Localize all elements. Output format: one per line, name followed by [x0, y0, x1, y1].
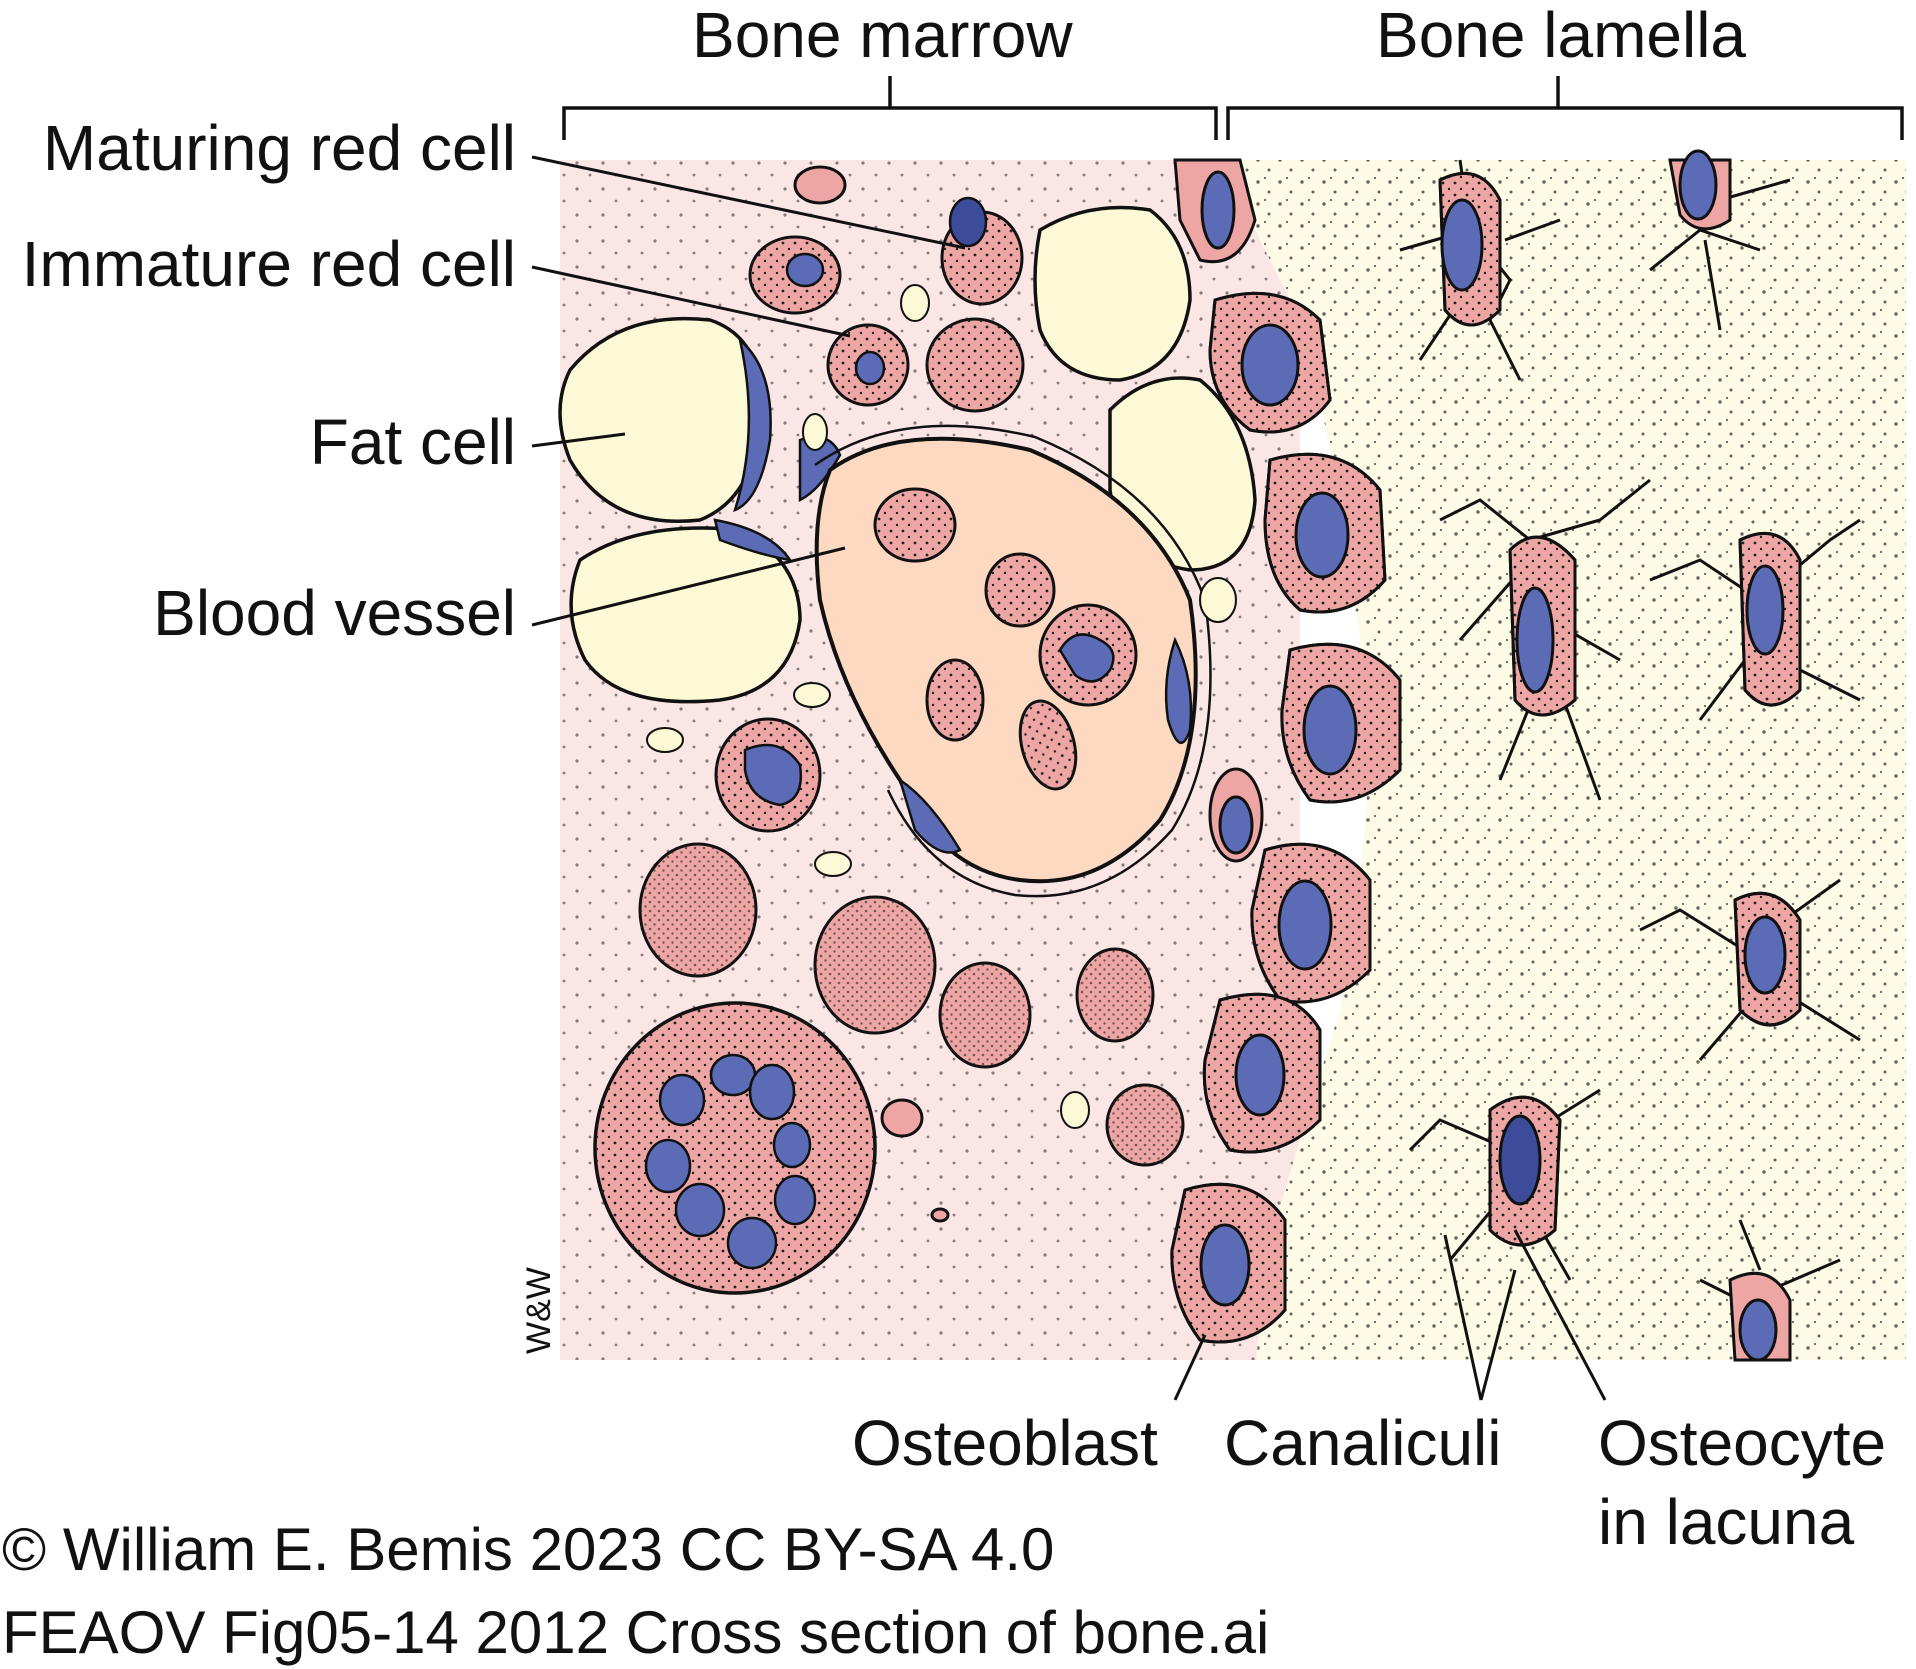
fat-cell-nuclei: [713, 336, 842, 562]
marrow-cell-nuclei: [743, 196, 988, 807]
label-blood-vessel: Blood vessel: [153, 577, 516, 649]
osteocyte-bodies: [1438, 149, 1802, 1362]
leader-lines: [531, 155, 1607, 1401]
blood-vessel-wall: [814, 424, 1212, 898]
megakaryocyte-nuclei: [644, 1053, 817, 1270]
label-fat-cell: Fat cell: [309, 406, 516, 478]
artist-signature: W&W: [520, 1267, 558, 1354]
blood-vessel-cell-texture: [875, 489, 1136, 789]
label-in-lacuna: in lacuna: [1598, 1486, 1855, 1558]
copyright-line: © William E. Bemis 2023 CC BY-SA 4.0: [2, 1516, 1055, 1583]
label-bone-marrow: Bone marrow: [692, 0, 1073, 71]
file-name-line: FEAOV Fig05-14 2012 Cross section of bon…: [2, 1599, 1270, 1666]
osteoblast-group: [1170, 158, 1402, 1344]
endothelial-nuclei: [897, 636, 1193, 854]
label-maturing-red-cell: Maturing red cell: [42, 112, 516, 184]
bone-stipple: [1222, 160, 1906, 1360]
label-immature-red-cell: Immature red cell: [21, 228, 516, 300]
label-osteocyte: Osteocyte: [1598, 1407, 1887, 1479]
label-osteoblast: Osteoblast: [852, 1407, 1158, 1479]
vessel-white-cell-nucleus: [1058, 633, 1115, 683]
label-bone-lamella: Bone lamella: [1376, 0, 1746, 71]
bone-marrow-bracket: [562, 76, 1218, 140]
marrow-fragments: [646, 284, 1237, 1129]
bone-lamella-bracket: [1226, 76, 1904, 140]
label-canaliculi: Canaliculi: [1224, 1407, 1502, 1479]
